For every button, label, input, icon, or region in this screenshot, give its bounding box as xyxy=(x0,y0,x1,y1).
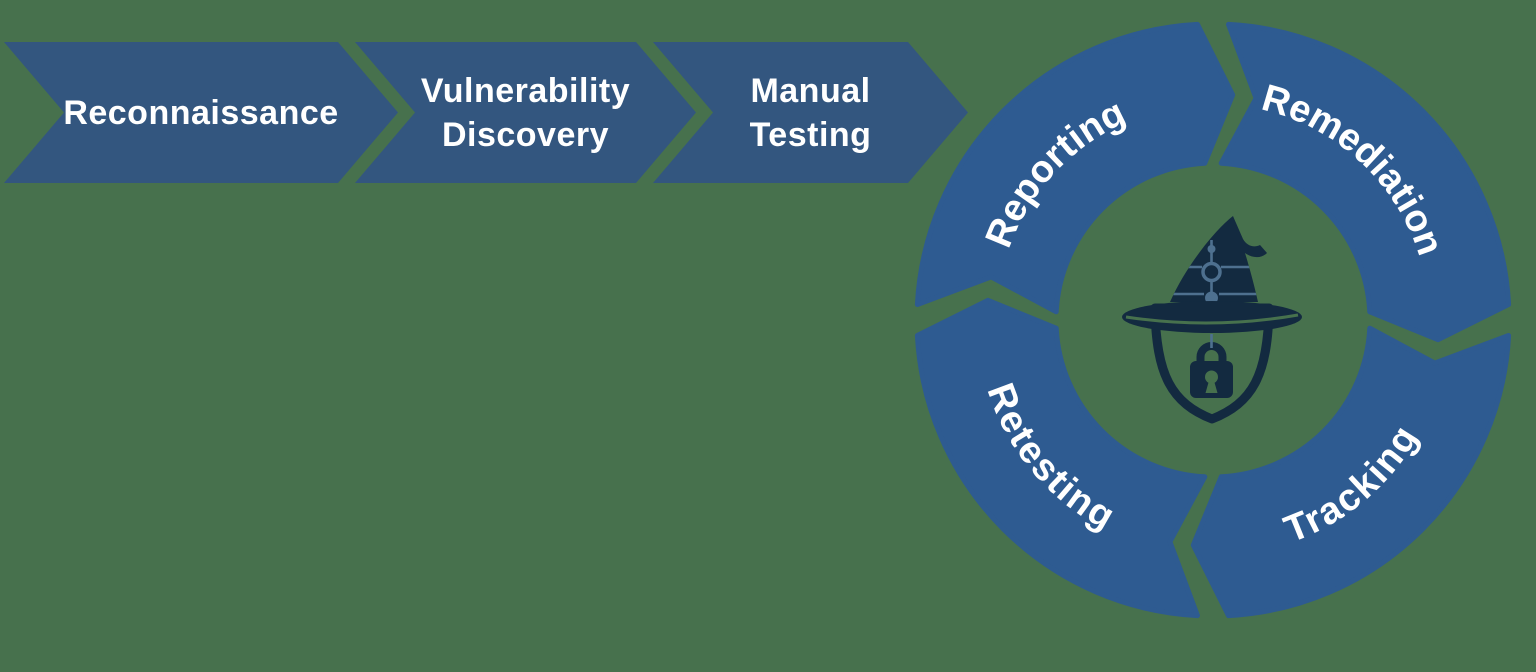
cycle-segment-reporting xyxy=(914,21,1236,315)
keyhole-stem-icon xyxy=(1205,382,1218,393)
keyhole-icon xyxy=(1205,370,1218,384)
flow-step-label: Manual xyxy=(750,71,871,110)
hat-brim-icon xyxy=(1122,301,1302,333)
flow-step-label: Reconnaissance xyxy=(63,93,339,132)
flow-step-reconnaissance: Reconnaissance xyxy=(4,42,398,183)
cycle-segment-tracking xyxy=(1190,325,1512,619)
flow-step-vulnerability-discovery: Vulnerability Discovery xyxy=(355,42,696,183)
flow-step-label-line2: Discovery xyxy=(441,115,610,154)
wizard-hat-icon xyxy=(1170,216,1267,302)
cycle-segment-retesting xyxy=(914,297,1208,619)
padlock-shackle-icon xyxy=(1196,342,1227,361)
flow-step-label: Vulnerability xyxy=(420,71,631,110)
security-wizard-icon xyxy=(1122,216,1302,424)
cycle-segment-remediation xyxy=(1218,21,1512,343)
hat-brim-slit xyxy=(1125,313,1299,325)
flow-step-label-line2: Testing xyxy=(749,115,872,154)
lifecycle-cycle: Reporting Remediation Tracking Retesting xyxy=(914,21,1512,619)
